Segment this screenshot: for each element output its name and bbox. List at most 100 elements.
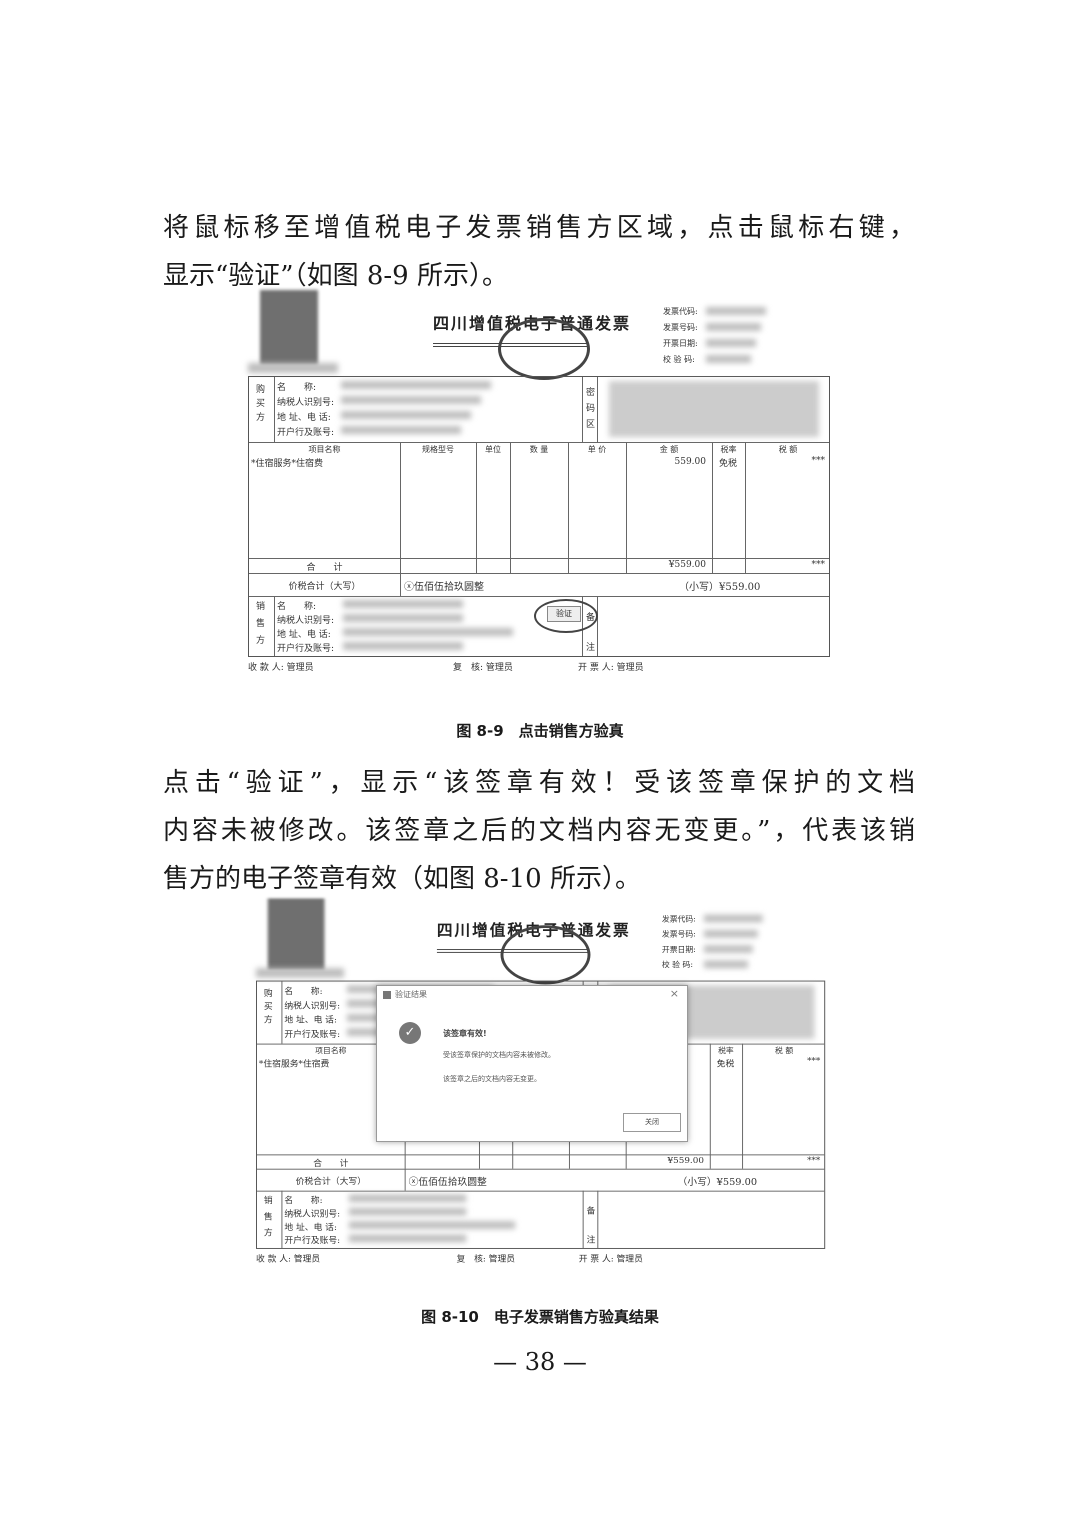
redacted-seller-value — [343, 614, 463, 622]
tax-bureau-seal — [498, 318, 590, 380]
item-tax: *** — [807, 1056, 821, 1067]
invoice-meta-label: 开票日期: — [661, 945, 696, 954]
item-tax-rate: 免税 — [719, 459, 738, 469]
seller-field-label: 开户行及账号: — [277, 644, 335, 654]
item-amount: 559.00 — [674, 457, 707, 467]
buyer-field-label: 纳税人识别号: — [277, 398, 335, 408]
column-header: 数 量 — [529, 445, 549, 454]
invoice-meta-label: 发票号码: — [661, 929, 696, 939]
redacted-meta-value — [706, 307, 766, 315]
cipher-area-label: 密码区 — [586, 388, 596, 430]
redacted-meta-value — [706, 323, 761, 331]
item-tax: *** — [811, 456, 826, 466]
total-label: 合 计 — [313, 1159, 349, 1169]
dialog-message-1: 受该签章保护的文档内容未被修改。 — [443, 1051, 555, 1059]
column-header: 金 额 — [659, 445, 679, 454]
invoice-footer-signer: 开 票 人: 管理员 — [578, 1254, 643, 1265]
seller-field-label: 开户行及账号: — [284, 1236, 341, 1247]
redacted-meta-value — [703, 945, 753, 953]
buyer-field-label: 纳税人识别号: — [284, 1001, 341, 1012]
invoice-meta-label: 开票日期: — [663, 339, 698, 348]
invoice-meta-label: 发票号码: — [663, 323, 698, 332]
buyer-label: 购买方 — [263, 989, 273, 1026]
buyer-field-label: 开户行及账号: — [284, 1030, 341, 1040]
column-header: 税 额 — [775, 1046, 794, 1056]
verification-result-dialog: 验证结果 × ✓ 该签章有效! 受该签章保护的文档内容未被修改。 该签章之后的文… — [376, 985, 688, 1142]
total-amount: ¥559.00 — [668, 560, 706, 570]
invoice-footer-signer: 收 款 人: 管理员 — [248, 663, 314, 673]
redacted-seller-value — [343, 600, 463, 608]
column-header: 税 额 — [778, 445, 798, 454]
invoice-meta-label: 校 验 码: — [661, 960, 693, 970]
item-tax-rate: 免税 — [716, 1059, 735, 1070]
dialog-close-button[interactable]: 关闭 — [623, 1113, 681, 1132]
redacted-buyer-value — [341, 426, 461, 434]
price-total-words: ⓧ伍佰伍拾玖圆整 — [404, 582, 484, 593]
qr-code-mosaic — [260, 290, 318, 365]
close-icon[interactable]: × — [669, 987, 679, 1000]
price-total-label: 价税合计（大写） — [295, 1177, 367, 1187]
total-tax: *** — [811, 560, 826, 570]
redacted-machine-code — [248, 363, 338, 373]
total-tax: *** — [807, 1156, 821, 1166]
total-label: 合 计 — [306, 563, 343, 573]
dialog-message-2: 该签章之后的文档内容无变更。 — [443, 1075, 541, 1083]
column-header: 单位 — [485, 445, 501, 454]
seller-field-label: 纳税人识别号: — [277, 616, 335, 626]
price-total-figures: （小写）¥559.00 — [677, 1177, 758, 1188]
column-header: 项目名称 — [308, 445, 341, 454]
verify-button[interactable]: 验证 — [547, 606, 581, 622]
buyer-field-label: 地 址、电 话: — [284, 1015, 337, 1026]
invoice-figure-1: 四川增值税电子普通发票发票代码:发票号码:开票日期:校 验 码:购买方密码区名 … — [248, 290, 830, 673]
redacted-buyer-value — [341, 411, 471, 419]
column-header: 单 价 — [587, 445, 607, 454]
buyer-field-label: 地 址、电 话: — [277, 413, 331, 423]
redacted-seller-value — [343, 628, 513, 636]
dialog-title: 验证结果 — [395, 990, 427, 999]
qr-code-mosaic — [267, 898, 325, 971]
paragraph-2: 点击“验证”，显示“该签章有效！受该签章保护的文档 内容未被修改。该签章之后的文… — [163, 759, 915, 903]
redacted-cipher — [609, 381, 819, 437]
invoice-table: 购买方密码区名 称:纳税人识别号:地 址、电 话:开户行及账号:项目名称规格型号… — [248, 376, 830, 657]
seller-field-label: 地 址、电 话: — [277, 630, 331, 640]
seller-field-label: 纳税人识别号: — [284, 1209, 341, 1220]
price-total-figures: （小写）¥559.00 — [679, 582, 761, 593]
app-icon — [383, 991, 391, 999]
column-header: 规格型号 — [422, 445, 454, 454]
column-header: 项目名称 — [315, 1046, 347, 1056]
tax-bureau-seal — [500, 925, 591, 985]
figure-caption-2: 图 8-10 电子发票销售方验真结果 — [421, 1308, 659, 1326]
redacted-meta-value — [703, 960, 748, 969]
check-circle-icon: ✓ — [399, 1022, 421, 1044]
buyer-label: 购买方 — [256, 385, 266, 423]
seller-field-label: 名 称: — [284, 1196, 323, 1206]
paragraph-2-line-1: 点击“验证”，显示“该签章有效！受该签章保护的文档 — [163, 768, 915, 798]
redacted-meta-value — [706, 355, 751, 363]
redacted-meta-value — [706, 339, 756, 347]
invoice-meta-label: 校 验 码: — [663, 355, 695, 364]
redacted-seller-value — [348, 1234, 467, 1243]
invoice-footer-signer: 开 票 人: 管理员 — [578, 663, 644, 673]
redacted-machine-code — [256, 968, 345, 978]
column-header: 税率 — [720, 445, 737, 454]
redacted-buyer-value — [341, 381, 491, 389]
seller-field-label: 地 址、电 话: — [284, 1223, 337, 1233]
price-total-label: 价税合计（大写） — [288, 582, 361, 592]
redacted-seller-value — [348, 1221, 516, 1229]
buyer-field-label: 开户行及账号: — [277, 428, 335, 438]
seller-label: 销售方 — [256, 602, 266, 646]
redacted-seller-value — [348, 1207, 467, 1216]
paragraph-2-line-2: 内容未被修改。该签章之后的文档内容无变更。”，代表该销 — [163, 816, 915, 846]
dialog-heading: 该签章有效! — [443, 1029, 487, 1038]
invoice-footer-signer: 复 核: 管理员 — [453, 663, 513, 673]
highlight-circle — [534, 599, 598, 633]
redacted-meta-value — [703, 914, 763, 923]
redacted-meta-value — [703, 929, 758, 938]
invoice-meta-label: 发票代码: — [663, 307, 698, 316]
paragraph-1-line-2: 显示“验证”（如图 8-9 所示）。 — [163, 261, 508, 291]
buyer-field-label: 名 称: — [284, 987, 323, 997]
total-amount: ¥559.00 — [667, 1156, 704, 1166]
remarks-label: 备注 — [586, 1206, 596, 1246]
figure-caption-1: 图 8-9 点击销售方验真 — [456, 722, 624, 740]
redacted-seller-value — [348, 1194, 467, 1203]
